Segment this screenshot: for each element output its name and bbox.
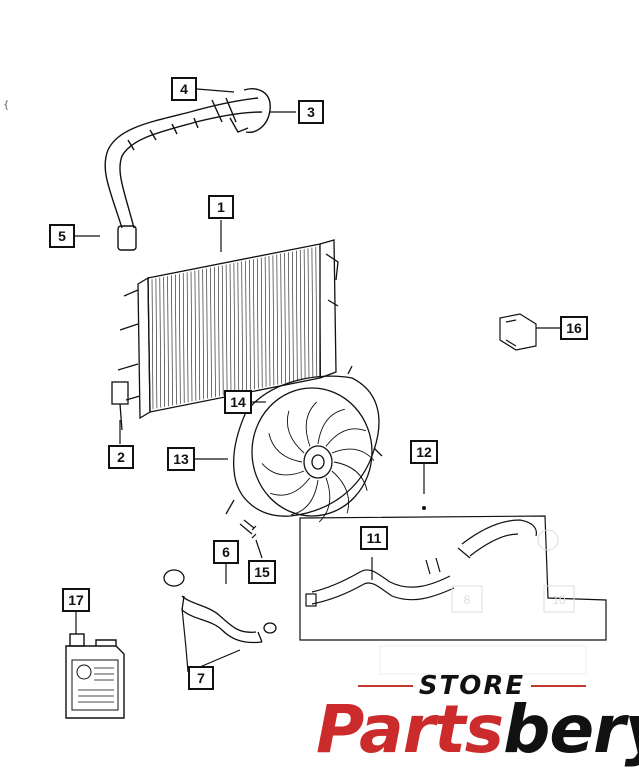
callout-12: 12	[410, 440, 438, 464]
callout-13: 13	[167, 447, 195, 471]
faded-label-10: 10	[552, 593, 566, 607]
callout-15: 15	[248, 560, 276, 584]
callout-7: 7	[188, 666, 214, 690]
brand-logo: Partsbery	[316, 690, 639, 770]
callout-3: 3	[298, 100, 324, 124]
callout-6: 6	[213, 540, 239, 564]
callout-11: 11	[360, 526, 388, 550]
upper-radiator-hose	[104, 88, 271, 251]
callout-17: 17	[62, 588, 90, 612]
brand-name-red: Parts	[316, 691, 504, 768]
callout-1: 1	[208, 195, 234, 219]
faded-part-shadow	[379, 645, 587, 675]
callout-14: 14	[224, 390, 252, 414]
coolant-jug	[65, 633, 125, 719]
brand-name-black: bery	[503, 691, 639, 768]
heater-hose-group	[299, 515, 607, 641]
brand-store-text: STORE	[418, 671, 526, 701]
faded-parts	[451, 529, 575, 613]
lower-radiator-hose	[163, 569, 277, 644]
radiator	[111, 239, 339, 431]
callout-5: 5	[49, 224, 75, 248]
leader-lines	[75, 88, 560, 673]
coolant-sensor	[499, 313, 537, 351]
screw-12	[422, 506, 426, 510]
brand-store: STORE	[352, 668, 592, 704]
brand-rule-left	[358, 685, 413, 687]
stray-mark: {	[3, 100, 10, 111]
brand-rule-right	[531, 685, 587, 687]
faded-label-8: 8	[464, 593, 471, 607]
callout-4: 4	[171, 77, 197, 101]
cooling-fan-assembly	[225, 365, 383, 523]
callout-16: 16	[560, 316, 588, 340]
bolt	[239, 519, 257, 539]
callout-2: 2	[108, 445, 134, 469]
